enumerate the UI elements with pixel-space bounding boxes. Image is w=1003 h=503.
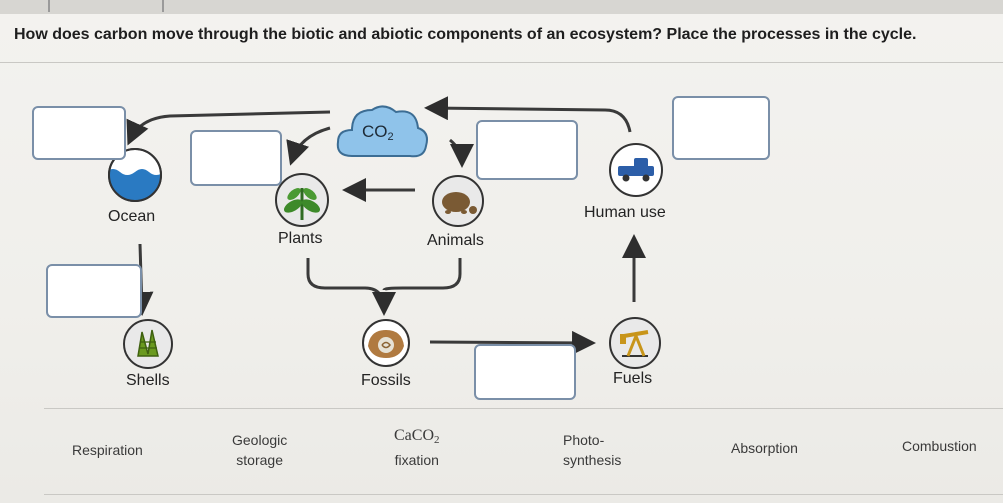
- turtle-icon: [430, 174, 486, 228]
- choice-caco2-formula: CaCO2: [394, 427, 440, 446]
- choice-caco2-fixation[interactable]: CaCO2 fixation: [394, 426, 440, 470]
- choice-combustion[interactable]: Combustion: [902, 438, 977, 454]
- divider-choices: [44, 408, 1003, 409]
- choice-photosynthesis[interactable]: Photo- synthesis: [563, 430, 621, 470]
- choice-absorption[interactable]: Absorption: [731, 440, 798, 456]
- drop-target-plants-intake[interactable]: [190, 130, 282, 186]
- plant-icon: [274, 172, 330, 228]
- arrow-co2-to-plants: [286, 126, 331, 166]
- choice-caco2-line2: fixation: [394, 452, 439, 468]
- top-bar-tab: [50, 0, 164, 12]
- choice-photo-line1: Photo-: [563, 432, 605, 448]
- top-bar-tab: [0, 0, 50, 12]
- fossil-icon: [360, 318, 412, 368]
- fossils-label: Fossils: [361, 372, 411, 389]
- plants-label: Plants: [278, 230, 323, 247]
- choice-photo-line2: synthesis: [563, 452, 622, 468]
- shells-icon: [120, 318, 176, 370]
- divider-top: [0, 62, 1003, 63]
- oil-pump-icon: [608, 316, 662, 370]
- ocean-label: Ocean: [108, 208, 156, 225]
- divider-bottom: [44, 494, 1003, 495]
- question-panel: [0, 14, 1003, 503]
- human-use-label: Human use: [584, 204, 666, 221]
- arrow-plants-to-fossils: [306, 258, 396, 316]
- fuels-label: Fuels: [613, 370, 653, 387]
- arrow-animals-to-fossils: [382, 258, 462, 291]
- choice-geologic-line1: Geologic: [232, 432, 288, 448]
- co2-cloud-icon: CO2: [332, 100, 432, 164]
- drop-target-fossils-fuels[interactable]: [474, 344, 576, 400]
- choice-respiration[interactable]: Respiration: [72, 442, 143, 458]
- drop-target-human-release[interactable]: [672, 96, 770, 160]
- drop-target-ocean-shells[interactable]: [46, 264, 142, 318]
- drop-target-ocean-absorb[interactable]: [32, 106, 126, 160]
- co2-label: CO2: [362, 122, 394, 143]
- truck-icon: [608, 142, 664, 198]
- drop-target-animals-release[interactable]: [476, 120, 578, 180]
- animals-label: Animals: [427, 232, 484, 249]
- arrow-human-to-co2: [424, 96, 632, 133]
- ocean-icon: [106, 146, 164, 204]
- choice-geologic-storage[interactable]: Geologic storage: [232, 430, 287, 470]
- arrow-co2-to-ocean: [126, 110, 331, 146]
- arrow-animals-to-co2: [449, 138, 474, 168]
- shells-label: Shells: [126, 372, 170, 389]
- top-bar: [0, 0, 1003, 14]
- question-text: How does carbon move through the biotic …: [14, 26, 917, 43]
- choice-geologic-line2: storage: [236, 452, 283, 468]
- arrow-fossils-to-fuels: [429, 330, 596, 355]
